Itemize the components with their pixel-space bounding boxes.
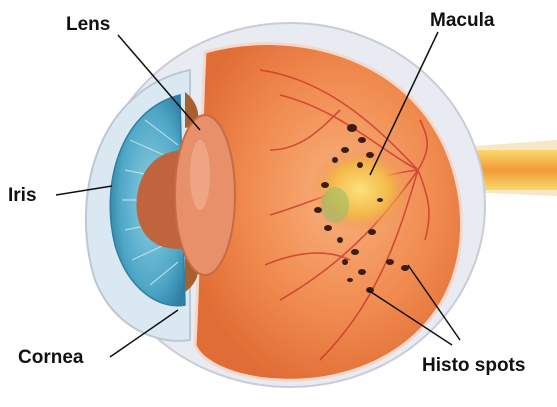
histo-spot [347, 124, 357, 132]
histo-spot [366, 152, 374, 158]
lens-label: Lens [66, 15, 110, 34]
histo-spot [358, 269, 366, 275]
iris-label: Iris [8, 186, 37, 205]
histo-spots-label: Histo spots [422, 356, 525, 375]
histo-spot [358, 137, 366, 143]
histo-spot [342, 259, 348, 265]
histo-spot [377, 198, 383, 202]
histo-spot [351, 249, 359, 255]
histo-spot [347, 278, 353, 282]
cornea-label: Cornea [18, 348, 83, 367]
histo-spot [357, 162, 363, 168]
histo-spot [386, 259, 394, 265]
histo-spot [324, 225, 332, 231]
macula-lesion [310, 148, 410, 232]
macula-label: Macula [430, 11, 494, 30]
histo-spot [337, 237, 343, 243]
histo-spot [321, 182, 329, 188]
lens [175, 115, 235, 275]
histo-spot [332, 157, 338, 163]
histo-spot [368, 229, 376, 235]
histo-spot [314, 207, 322, 213]
histo-spot [341, 147, 349, 153]
